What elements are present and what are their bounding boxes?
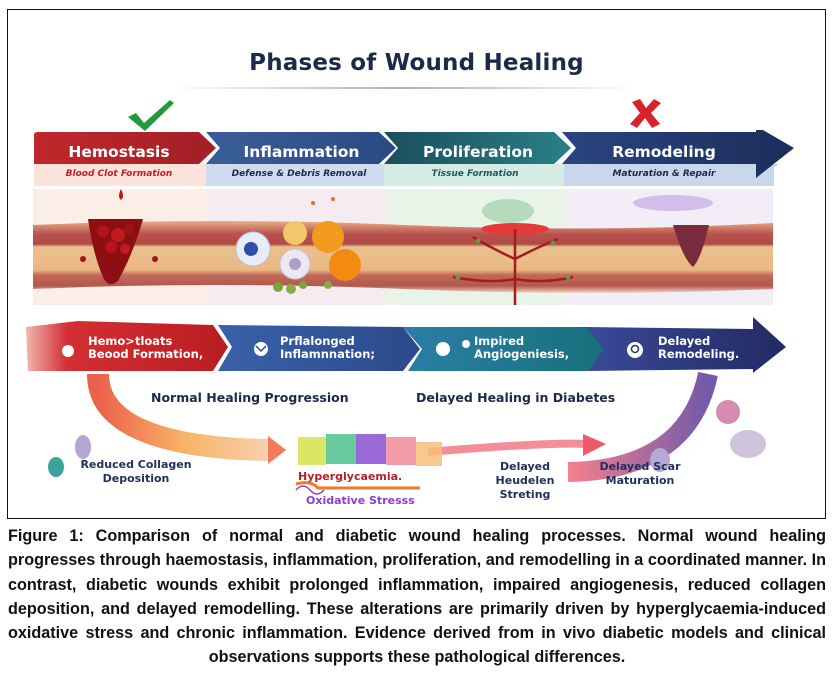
blood-clot-illustration	[80, 189, 158, 285]
figure-frame: Phases of Wound Healing Hemostasis I	[7, 9, 826, 519]
delayed-progression-label: Delayed Healing in Diabetes	[416, 390, 616, 405]
delayed-healing-label: Delayed Heudelen Streting	[495, 460, 555, 501]
cross-icon	[630, 99, 661, 128]
diabetic-arrow-2	[218, 325, 420, 371]
phase-arrow-4	[562, 130, 794, 178]
cell-decoration	[75, 435, 91, 459]
phase-label-inflammation: Inflammation	[243, 143, 360, 161]
diabetic-label-1: Hemo>tloats Beood Formation,	[88, 334, 204, 361]
oxidative-stress-label: Oxidative Stresss	[306, 494, 415, 507]
cell-blocks	[298, 434, 442, 466]
blood-drop-icon	[119, 189, 123, 200]
phase-arrow-1	[34, 132, 216, 164]
phase-arrow-2	[206, 132, 396, 164]
caption-label: Figure 1:	[8, 527, 84, 545]
diabetic-label-3: Impired Angiogeniesis,	[474, 334, 570, 361]
phase-subtitle-inflammation: Defense & Debris Removal	[231, 169, 367, 179]
phase-subtitle-proliferation: Tissue Formation	[431, 169, 519, 179]
diabetic-arrow-1	[26, 321, 228, 371]
phase-sub-bg-2	[206, 164, 384, 186]
phase-arrow-3	[384, 132, 571, 164]
diabetic-arrow-3	[403, 327, 606, 371]
skin-tissue-illustration	[33, 189, 773, 305]
normal-arrowhead	[268, 436, 286, 464]
diabetic-phase-timeline: Hemo>tloats Beood Formation, Prflalonged…	[18, 313, 798, 375]
check-icon	[128, 100, 174, 131]
immune-cells-illustration	[235, 197, 361, 294]
figure-title: Phases of Wound Healing	[249, 50, 584, 76]
profile-icon	[627, 342, 643, 358]
phase-subtitle-remodeling: Maturation & Repair	[612, 169, 716, 179]
phase-label-remodeling: Remodeling	[612, 143, 716, 161]
cell-decoration	[48, 457, 64, 477]
healing-progression-graphic	[48, 372, 766, 495]
cell-decoration	[716, 400, 740, 424]
phase-label-proliferation: Proliferation	[422, 143, 534, 161]
cell-decoration	[730, 430, 766, 458]
title-underline	[168, 87, 638, 89]
normal-progression-label: Normal Healing Progression	[151, 390, 349, 405]
hyperglycaemia-label: Hyperglycaemia.	[298, 470, 403, 483]
phase-timeline: Hemostasis Inflammation Proliferation Re…	[34, 130, 794, 188]
phase-sub-bg-1	[34, 164, 206, 186]
figure-caption: Figure 1: Comparison of normal and diabe…	[8, 524, 826, 670]
phase-subtitle-hemostasis: Blood Clot Formation	[65, 169, 173, 179]
diabetic-arrow-band	[26, 317, 786, 373]
diabetic-arrow-4	[586, 317, 786, 373]
phase-label-hemostasis: Hemostasis	[68, 143, 170, 161]
scar-tissue-illustration	[633, 195, 713, 267]
skin-layers	[33, 221, 773, 293]
phase-sub-bg-4	[564, 164, 774, 186]
chat-bubble-icon	[436, 342, 450, 356]
drop-icon	[62, 345, 74, 357]
diabetic-label-2: Prflalonged Inflamnnation;	[280, 334, 375, 361]
phase-sub-bg-3	[384, 164, 564, 186]
caption-text: Comparison of normal and diabetic wound …	[8, 527, 826, 667]
phase-arrow-band	[34, 130, 794, 186]
diabetic-label-4: Delayed Remodeling.	[658, 334, 740, 361]
cell-decoration	[650, 448, 670, 472]
delayed-arrowhead	[583, 434, 606, 456]
collagen-label: Reduced Collagen Deposition	[80, 458, 192, 485]
delayed-scar-label: Delayed Scar Maturation	[599, 460, 681, 487]
angiogenesis-illustration	[452, 199, 574, 305]
mail-icon	[254, 342, 268, 356]
